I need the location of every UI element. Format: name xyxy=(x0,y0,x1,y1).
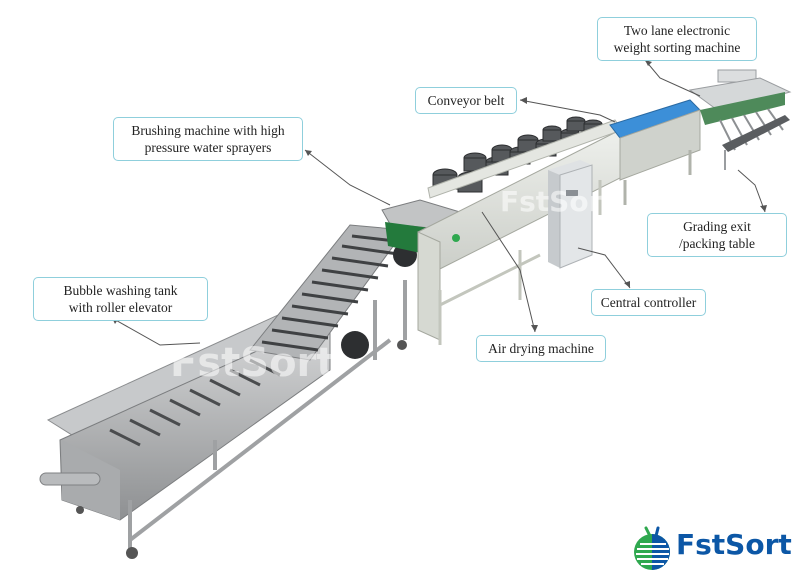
callout-grading-exit: Grading exit /packing table xyxy=(647,213,787,257)
frame-legs xyxy=(438,180,602,345)
callout-leader-lines xyxy=(111,59,766,346)
callout-line: Grading exit xyxy=(683,219,751,234)
weight-sorting-machine-shape xyxy=(688,69,792,170)
conveyor-belt-shape xyxy=(609,99,701,205)
callout-line: Central controller xyxy=(600,295,697,310)
callout-line: /packing table xyxy=(678,236,756,251)
callout-conveyor-belt: Conveyor belt xyxy=(415,87,517,114)
callout-line: Brushing machine with high xyxy=(131,123,285,138)
callout-line: Air drying machine xyxy=(488,341,594,356)
callout-weight-sorting-machine: Two lane electronic weight sorting machi… xyxy=(597,17,757,61)
callout-line: pressure water sprayers xyxy=(144,140,272,155)
callout-line: weight sorting machine xyxy=(613,40,741,55)
callout-air-drying-machine: Air drying machine xyxy=(476,335,606,362)
callout-line: Bubble washing tank xyxy=(63,283,178,298)
callout-central-controller: Central controller xyxy=(591,289,706,316)
callout-line: with roller elevator xyxy=(68,300,173,315)
brand-name: FstSort xyxy=(676,528,792,561)
central-controller-cabinet xyxy=(548,160,593,269)
bubble-washing-tank-shape xyxy=(39,304,392,559)
roller-elevator-shape xyxy=(249,224,417,361)
fruit-logo-icon xyxy=(634,526,670,570)
callout-bubble-washing-tank: Bubble washing tank with roller elevator xyxy=(33,277,208,321)
callout-brushing-machine: Brushing machine with high pressure wate… xyxy=(113,117,303,161)
callout-line: Conveyor belt xyxy=(427,93,505,108)
brand-logo: FstSort xyxy=(628,520,798,572)
callout-line: Two lane electronic xyxy=(623,23,731,38)
